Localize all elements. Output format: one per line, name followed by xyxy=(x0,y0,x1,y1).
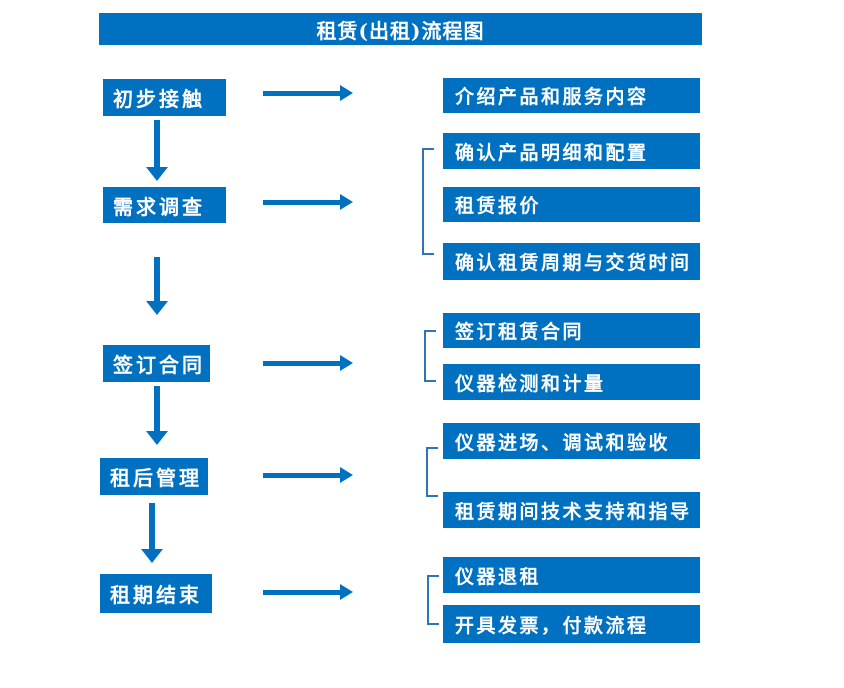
bracket-connector xyxy=(422,148,434,255)
step-box-post-rental-management: 租后管理 xyxy=(100,458,208,495)
arrow-shaft xyxy=(154,386,160,431)
arrow-right-icon xyxy=(263,467,353,483)
arrow-head xyxy=(340,355,353,371)
detail-box-sign-rental-contract: 签订租赁合同 xyxy=(443,313,700,348)
arrow-head xyxy=(340,85,353,101)
arrow-head xyxy=(340,584,353,600)
detail-box-introduce-products-services: 介绍产品和服务内容 xyxy=(443,78,700,113)
arrow-head xyxy=(340,467,353,483)
arrow-shaft xyxy=(263,589,340,595)
arrow-shaft xyxy=(149,503,155,549)
flowchart-title: 租赁(出租)流程图 xyxy=(99,13,702,45)
step-box-initial-contact: 初步接触 xyxy=(103,79,226,116)
step-box-demand-survey: 需求调查 xyxy=(103,187,226,223)
arrow-head xyxy=(146,431,168,445)
arrow-head xyxy=(141,549,163,563)
arrow-shaft xyxy=(263,360,340,366)
detail-box-instrument-setup-acceptance: 仪器进场、调试和验收 xyxy=(443,423,700,459)
arrow-down-icon xyxy=(141,503,163,563)
detail-box-technical-support: 租赁期间技术支持和指导 xyxy=(443,492,700,528)
arrow-head xyxy=(146,167,168,181)
arrow-shaft xyxy=(154,120,160,167)
step-box-sign-contract: 签订合同 xyxy=(103,345,210,382)
step-box-rental-end: 租期结束 xyxy=(100,574,212,613)
arrow-head xyxy=(340,194,353,210)
detail-box-confirm-product-config: 确认产品明细和配置 xyxy=(443,133,700,169)
arrow-down-icon xyxy=(146,120,168,181)
arrow-down-icon xyxy=(146,386,168,445)
arrow-down-icon xyxy=(146,257,168,315)
arrow-shaft xyxy=(263,90,340,96)
bracket-connector xyxy=(427,575,439,625)
bracket-connector xyxy=(424,330,436,382)
arrow-right-icon xyxy=(263,584,353,600)
detail-box-confirm-period-delivery: 确认租赁周期与交货时间 xyxy=(443,243,700,280)
arrow-head xyxy=(146,301,168,315)
arrow-right-icon xyxy=(263,194,353,210)
detail-box-rental-quotation: 租赁报价 xyxy=(443,187,700,222)
arrow-right-icon xyxy=(263,85,353,101)
detail-box-instrument-inspection: 仪器检测和计量 xyxy=(443,364,700,400)
arrow-shaft xyxy=(263,472,340,478)
detail-box-instrument-return: 仪器退租 xyxy=(443,557,700,593)
arrow-shaft xyxy=(263,199,340,205)
bracket-connector xyxy=(426,447,438,497)
arrow-shaft xyxy=(154,257,160,301)
detail-box-invoice-payment: 开具发票，付款流程 xyxy=(443,605,700,643)
arrow-right-icon xyxy=(263,355,353,371)
